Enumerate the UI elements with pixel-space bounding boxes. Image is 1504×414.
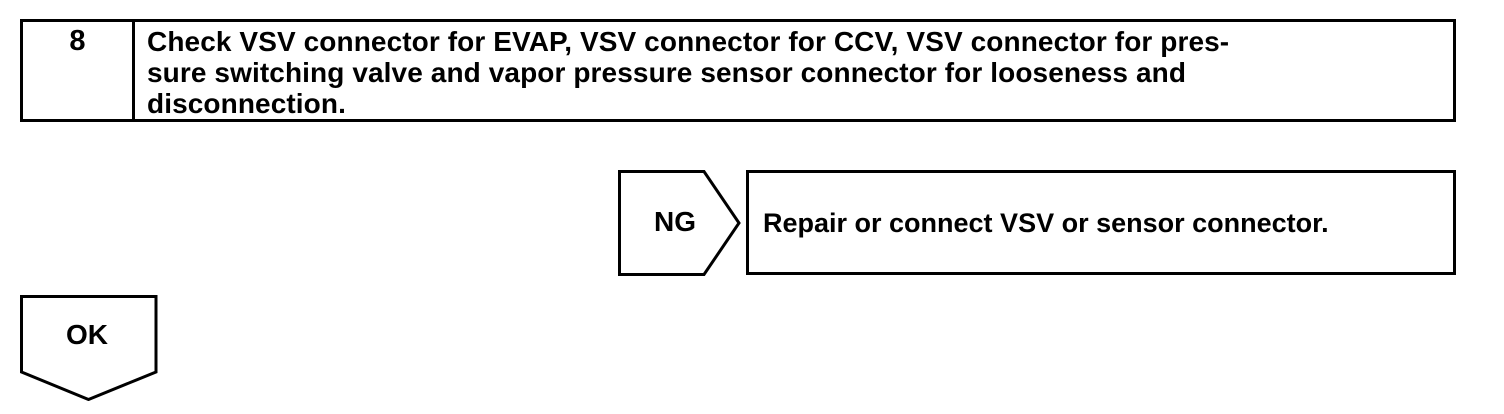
ok-label: OK xyxy=(66,319,108,350)
step-number: 8 xyxy=(23,22,135,119)
ng-label: NG xyxy=(654,206,696,237)
step-instruction-line-1: Check VSV connector for EVAP, VSV connec… xyxy=(147,26,1230,57)
step-instruction-line-2: sure switching valve and vapor pressure … xyxy=(147,57,1187,88)
ng-arrow-shape xyxy=(618,170,741,276)
ok-arrow-shape xyxy=(20,295,158,401)
step-instruction-line-3: disconnection. xyxy=(147,88,346,119)
ng-action-text: Repair or connect VSV or sensor connecto… xyxy=(763,207,1329,238)
ng-action-box: Repair or connect VSV or sensor connecto… xyxy=(746,170,1456,275)
step-instruction: Check VSV connector for EVAP, VSV connec… xyxy=(135,22,1453,119)
step-box: 8 Check VSV connector for EVAP, VSV conn… xyxy=(20,19,1456,122)
